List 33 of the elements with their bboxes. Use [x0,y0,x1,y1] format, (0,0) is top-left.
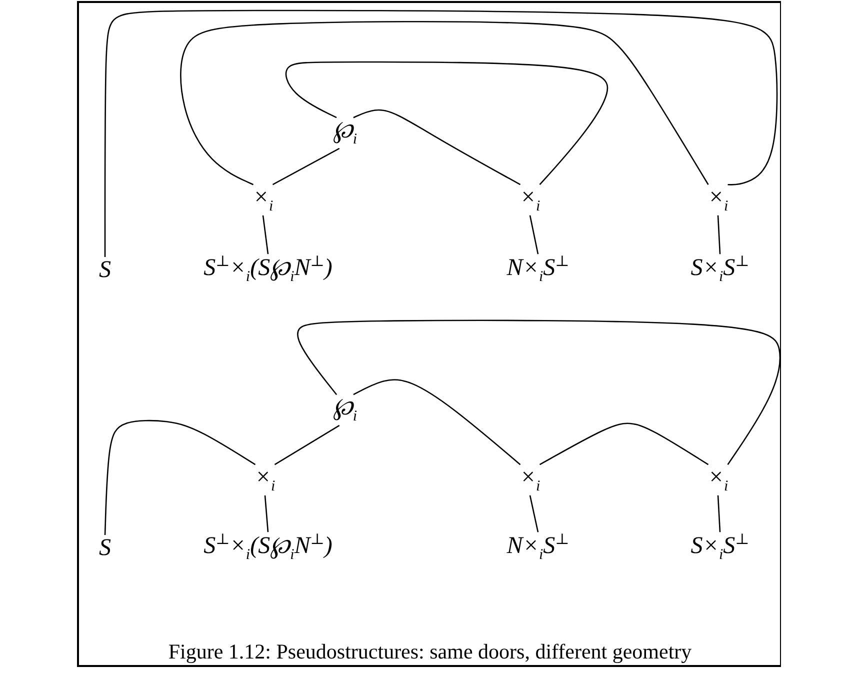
connector-line [529,495,539,532]
math-expression: ×$_{i}$ [252,464,278,496]
connector-line [104,420,256,536]
math-expression: ℘$_{i}$ [330,118,360,148]
math-expression: S [97,535,113,561]
connector-line [272,148,340,186]
connector-line [264,495,269,532]
math-expression: ℘$_{i}$ [330,394,360,426]
connector-line [297,320,780,465]
connector-line [529,215,539,254]
connector-line [262,215,269,254]
math-expression: S×$_{i}$S$^{⊥}$ [688,254,752,286]
connector-line [717,495,721,532]
math-expression: S$^{⊥}$×$_{i}$(S℘$_{i}$N$^{⊥}$) [202,532,334,564]
connector-line [353,109,521,186]
connector-line [104,10,778,257]
math-expression: S×$_{i}$S$^{⊥}$ [688,532,752,564]
connector-line [286,61,608,186]
connector-line [539,422,709,466]
connector-line [274,424,340,466]
math-expression: N×$_{i}$S$^{⊥}$ [504,254,572,286]
connector-line [353,379,521,466]
math-expression: ×$_{i}$ [706,184,730,216]
figure-caption: Figure 1.12: Pseudostructures: same doors, different geometry [168,640,692,664]
math-expression: ×$_{i}$ [250,184,276,216]
connector-line [717,215,721,254]
math-expression: ×$_{i}$ [706,464,730,496]
math-expression: ×$_{i}$ [518,184,542,216]
math-expression: ×$_{i}$ [518,464,542,496]
connector-line [180,20,709,186]
math-expression: S [97,257,113,283]
math-expression: S$^{⊥}$×$_{i}$(S℘$_{i}$N$^{⊥}$) [202,254,334,286]
math-expression: N×$_{i}$S$^{⊥}$ [504,532,572,564]
